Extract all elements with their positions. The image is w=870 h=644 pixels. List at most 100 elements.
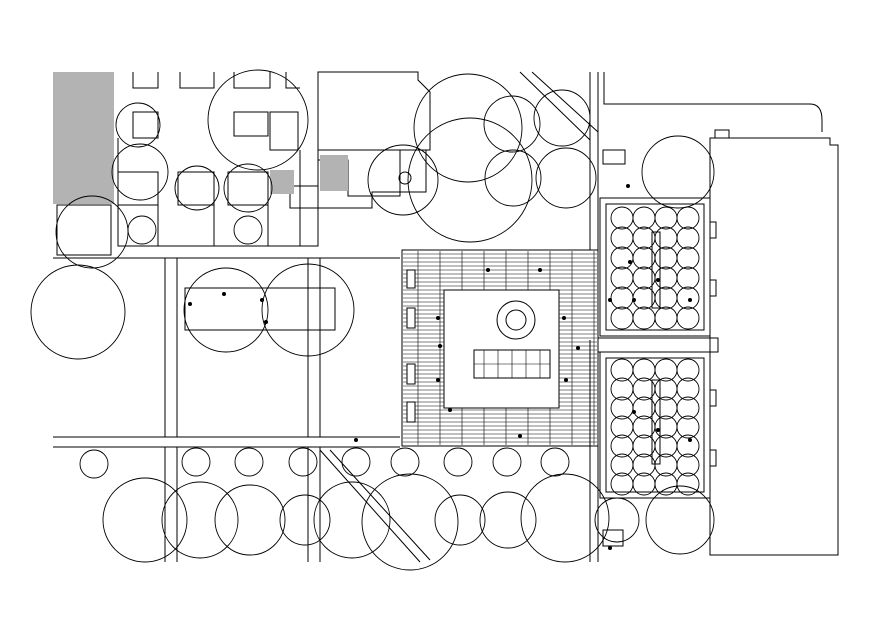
tree-canopy [288,447,318,477]
road-edge-vertical-1 [589,72,599,250]
tree-canopy [533,89,591,147]
tree-canopy [676,434,700,458]
tree-canopy [407,117,533,243]
path-grid [53,257,400,562]
tree-canopy [676,453,700,477]
tree-canopy [479,491,537,549]
tree-canopy [55,195,129,269]
shrub-mark [608,298,612,302]
east-small-block [714,129,730,139]
tree-canopy [540,447,570,477]
tree-canopy [654,266,678,290]
tree-canopy [676,415,700,439]
shrub-mark [656,278,660,282]
tree-canopy [610,206,634,230]
building-outlines [53,71,431,256]
tree-canopy [610,286,634,310]
grove-connector [598,337,719,353]
tree-canopy [361,473,459,571]
tree-canopy [676,377,700,401]
tree-canopy [676,206,700,230]
tree-canopy [341,447,371,477]
tree-canopy [30,264,126,360]
grove-north-frame [599,197,711,337]
building-annex [289,149,427,209]
tree-canopy [654,226,678,250]
plaza-bench-2 [406,307,416,329]
tree-canopy [610,306,634,330]
block-outlines-mid [132,111,299,151]
annex-marker [398,171,412,185]
tree-canopy [111,143,169,201]
tree-canopy [654,306,678,330]
shrub-mark [628,260,632,264]
tree-canopy [115,102,161,148]
tree-canopy [676,306,700,330]
tree-canopy [610,246,634,270]
east-building [709,129,839,556]
tree-grove-enclosures [598,149,719,547]
diagonal-path-top [519,71,599,141]
plaza-bench-3 [406,363,416,385]
shrub-mark [354,438,358,442]
building-left-base [56,204,112,256]
tree-canopy [214,484,286,556]
shrub-mark [626,184,630,188]
east-building-notches [710,221,717,467]
shrub-mark [260,298,264,302]
tree-canopy [102,477,188,563]
shrub-mark [222,292,226,296]
tree-canopy [181,447,211,477]
tree-canopy [610,226,634,250]
tree-canopy [654,206,678,230]
tree-canopy [367,144,439,216]
fountain-outer [496,300,536,340]
shrub-mark [608,546,612,550]
tree-canopy [676,266,700,290]
shrub-mark [632,410,636,414]
fountain-inner [505,309,527,331]
shrub-mark [438,344,442,348]
tree-canopy [632,206,656,230]
tree-canopy [234,447,264,477]
tree-canopy [520,473,610,563]
tree-canopy [594,497,640,543]
tree-canopy [676,472,700,496]
building-upper-centre [317,71,431,151]
roads-and-paths [53,71,823,563]
east-building-outline [709,137,839,556]
tree-canopy [223,163,273,213]
tree-canopy [207,69,309,171]
central-plaza [401,249,599,447]
tree-canopy [492,447,522,477]
tree-canopy [484,149,542,207]
shrub-mark [576,346,580,350]
plaza-outline [401,249,599,447]
tree-canopy [654,246,678,270]
tree-canopy [443,447,473,477]
tree-canopy [654,286,678,310]
shrub-mark [564,378,568,382]
shrub-mark [688,438,692,442]
shrub-marks [188,184,692,550]
shrub-mark [632,298,636,302]
shrub-mark [188,302,192,306]
plaza-inner-court [443,289,560,409]
grove-north-inner [605,203,705,331]
tree-canopy [390,447,420,477]
shrub-mark [486,268,490,272]
tree-canopy [261,263,355,357]
tree-canopy [645,485,715,555]
tree-canopy [632,306,656,330]
tree-canopy [676,358,700,382]
tree-canopy [641,135,715,209]
tree-canopy [676,396,700,420]
shrub-mark [436,378,440,382]
tree-canopy [676,226,700,250]
shrub-mark [518,434,522,438]
tree-canopy [127,215,157,245]
shaded-block-mid-2 [320,155,348,191]
grove-south-inner [605,357,705,493]
diagonal-path-bottom [319,449,431,563]
